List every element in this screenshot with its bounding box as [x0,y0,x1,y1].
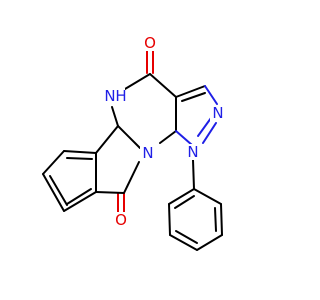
atom-n-pyrazole-phenyl-label: N [187,143,198,161]
bond-bz-4 [63,191,97,212]
bond-n11-c10a [159,130,177,144]
bond-bz-1-double [66,157,93,160]
bond-bz-2 [42,150,65,175]
atom-o-bottom: O [113,211,129,229]
bond-ph-4-double [175,230,198,244]
bond-c10-c9a [95,191,125,194]
atom-n-bridge-label: N [142,144,153,162]
bond-ph-6 [168,188,195,205]
atom-n-pyrazole-phenyl: N [185,143,201,161]
bond-c4a-c3-double [181,92,206,102]
atom-nh-n-label: N [104,87,115,105]
bond-ph-1 [193,188,222,205]
atom-nh: N H [104,87,126,105]
atom-nh-h-label: H [115,87,126,105]
bond-n11-c10 [123,161,140,194]
atom-n-bridge: N [140,144,156,162]
bond-ph-4 [169,234,198,251]
bond-n1-ph [192,159,195,190]
bond-c4-n5 [124,73,151,90]
bond-layer [42,49,223,251]
bond-n1-c10a [175,130,193,146]
bond-bz-3-double [49,175,68,206]
bond-bz-3 [42,173,65,212]
bond-n2-n1 [202,122,217,144]
bond-c5a-n11 [117,125,141,149]
bond-bz-4-double [66,188,92,205]
bond-bz-1 [63,150,97,154]
bond-n5-c5a [111,106,119,127]
bond-c4a-c3 [175,85,206,98]
bond-ph-3 [196,234,223,251]
molecule-structure: O N H N N N O [42,34,226,251]
atom-n-pyrazole-top: N [210,104,226,122]
bond-n2-n1-double [197,117,212,137]
bond-c3-n2 [204,85,218,105]
atom-o-top: O [142,34,158,52]
bond-ph-2-double [214,207,217,232]
atom-n-pyrazole-top-label: N [212,104,223,122]
atom-o-bottom-label: O [115,211,127,229]
bond-ph-2 [220,203,223,236]
bond-c5a-c5b [95,125,119,154]
bond-ph-6-double [174,195,195,209]
bond-c4-c4a [149,73,177,98]
bond-ph-5 [168,203,171,236]
atom-o-top-label: O [144,34,156,52]
atom-label-layer: O N H N N N O [104,34,226,229]
